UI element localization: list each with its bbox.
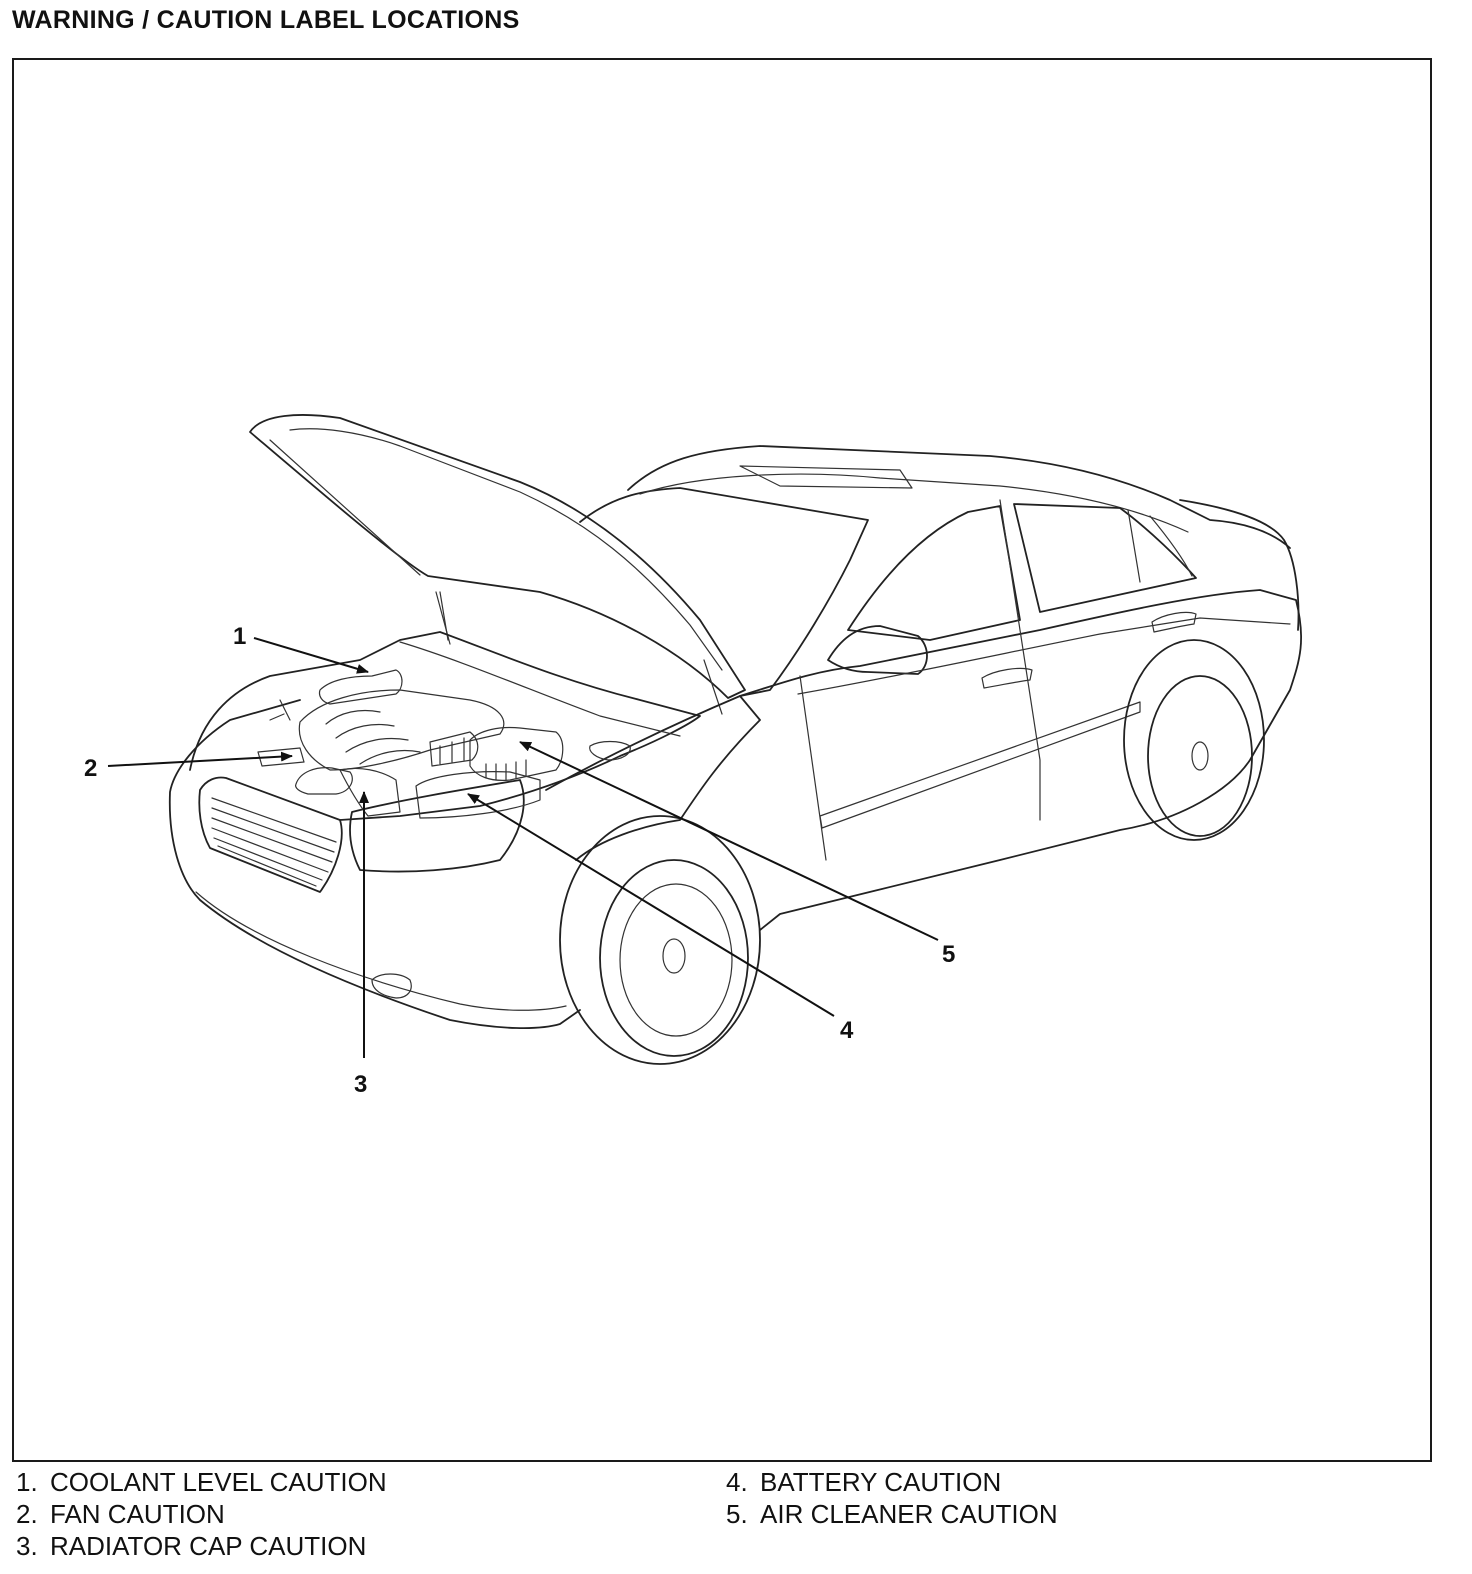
grille-bars [211, 797, 337, 887]
legend-item: 3. RADIATOR CAP CAUTION [16, 1530, 387, 1562]
car-illustration [168, 414, 1302, 1065]
hood-panel [249, 414, 746, 699]
legend-text: COOLANT LEVEL CAUTION [50, 1467, 387, 1497]
legend-item: 4. BATTERY CAUTION [726, 1466, 1058, 1498]
fog-light [371, 973, 412, 999]
coolant-reservoir [318, 669, 403, 705]
front-side-window [847, 505, 1021, 641]
front-wheel [599, 859, 749, 1057]
front-hub [662, 938, 686, 974]
leader-line-4 [467, 793, 835, 1017]
air-cleaner-box [469, 726, 564, 781]
trunk [1179, 499, 1300, 631]
legend-left-column: 1. COOLANT LEVEL CAUTION 2. FAN CAUTION 3.… [16, 1466, 387, 1562]
front-bumper [168, 699, 581, 1029]
legend-item: 1. COOLANT LEVEL CAUTION [16, 1466, 387, 1498]
legend-text: AIR CLEANER CAUTION [760, 1499, 1058, 1529]
legend-text: BATTERY CAUTION [760, 1467, 1002, 1497]
legend-number: 5. [726, 1499, 748, 1529]
bumper-lower-line [195, 891, 567, 1011]
grille-outline [198, 776, 343, 893]
fan-shroud-label-area [257, 747, 305, 767]
radiator-support [339, 767, 401, 817]
hood-prop-rod [435, 591, 723, 715]
body-crease [797, 617, 1291, 695]
legend-number: 1. [16, 1467, 38, 1497]
intake-runners [325, 709, 421, 765]
cowl-line [399, 641, 681, 737]
legend-right-column: 4. BATTERY CAUTION 5. AIR CLEANER CAUTION [726, 1466, 1058, 1530]
engine-bay-outline [189, 631, 701, 821]
legend-text: RADIATOR CAP CAUTION [50, 1531, 367, 1561]
callout-2: 2 [84, 755, 97, 782]
rear-hub [1191, 741, 1209, 771]
rear-side-window [1013, 503, 1197, 613]
rear-wheel [1147, 675, 1253, 837]
hood-inner-line [289, 428, 723, 671]
legend-number: 4. [726, 1467, 748, 1497]
radiator-cap-area [295, 767, 353, 795]
callout-5: 5 [942, 941, 955, 968]
windshield [579, 487, 869, 697]
rear-wheel-arch [1123, 639, 1265, 841]
dipstick [269, 699, 291, 721]
legend-number: 2. [16, 1499, 38, 1529]
battery [415, 771, 541, 819]
legend-text: FAN CAUTION [50, 1499, 225, 1529]
front-wheel-inner [619, 883, 733, 1037]
legend-number: 3. [16, 1531, 38, 1561]
roof-inner-line [639, 473, 1189, 533]
air-cleaner-ribs [485, 759, 527, 781]
body-side [739, 589, 1302, 931]
callout-4: 4 [840, 1017, 854, 1044]
leader-line-2 [107, 751, 293, 767]
rear-door-handle [1151, 611, 1197, 633]
hood-inner-line-2 [269, 439, 449, 641]
legend-item: 2. FAN CAUTION [16, 1498, 387, 1530]
front-fender [545, 695, 761, 861]
intake-hose [429, 731, 479, 767]
callout-labels: 1 2 3 4 5 [84, 623, 955, 1098]
sunroof [739, 465, 913, 489]
headlight [349, 779, 525, 873]
door-split-line [799, 499, 1041, 861]
front-door-handle [981, 667, 1033, 689]
roof-line [627, 445, 1291, 549]
leader-line-5 [519, 741, 939, 941]
leader-lines [107, 637, 939, 1058]
legend-item: 5. AIR CLEANER CAUTION [726, 1498, 1058, 1530]
callout-1: 1 [233, 623, 246, 650]
front-wheel-arch [559, 815, 761, 1065]
rear-quarter-window [1127, 509, 1193, 583]
engine-cover [298, 689, 505, 771]
callout-3: 3 [354, 1071, 367, 1098]
diagram-frame [12, 58, 1432, 1462]
door-molding [819, 701, 1141, 829]
brake-reservoir [589, 740, 631, 761]
leader-line-1 [253, 637, 369, 674]
page-title: WARNING / CAUTION LABEL LOCATIONS [12, 6, 520, 34]
